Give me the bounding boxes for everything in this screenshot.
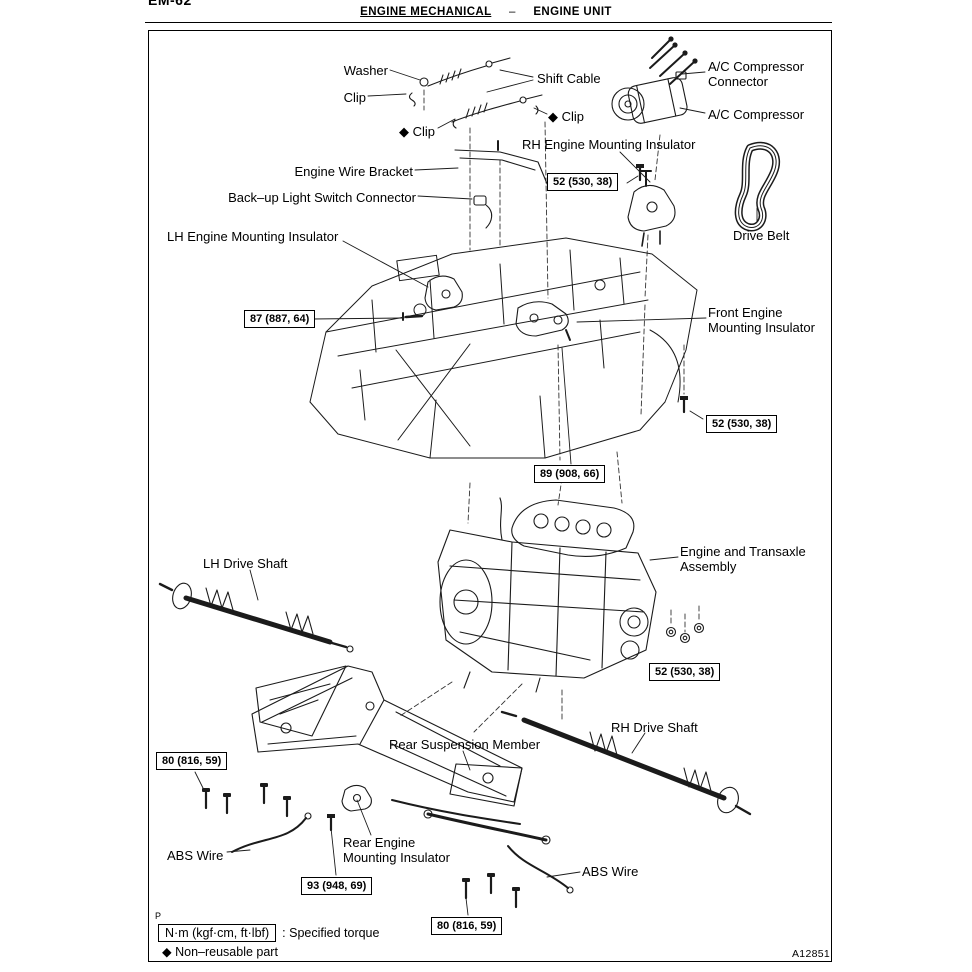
figure-frame: [148, 30, 832, 962]
label-rh-drive-shaft: RH Drive Shaft: [611, 720, 698, 735]
label-engine-wire-bracket: Engine Wire Bracket: [294, 164, 414, 179]
label-ac-compressor: A/C Compressor: [708, 107, 805, 122]
torque-unit-box: N·m (kgf·cm, ft·lbf): [158, 924, 277, 942]
header-section: ENGINE MECHANICAL: [360, 6, 492, 18]
header-rule: [145, 22, 832, 23]
label-backup-light-switch-connector: Back–up Light Switch Connector: [228, 190, 416, 205]
torque-legend: N·m (kgf·cm, ft·lbf) : Specified torque: [158, 924, 379, 942]
torque-box-89: 89 (908, 66): [534, 465, 606, 483]
label-washer: Washer: [343, 63, 388, 78]
page-header: ENGINE MECHANICAL – ENGINE UNIT: [0, 6, 972, 18]
label-lh-drive-shaft: LH Drive Shaft: [203, 556, 288, 571]
label-ac-compressor-connector: A/C Compressor Connector: [708, 59, 805, 89]
label-rh-engine-mounting-insulator: RH Engine Mounting Insulator: [522, 137, 696, 152]
label-front-engine-mounting-insulator: Front Engine Mounting Insulator: [708, 305, 815, 335]
torque-unit-meaning: : Specified torque: [282, 926, 380, 940]
torque-box-52-top: 52 (530, 38): [547, 173, 619, 191]
torque-box-87: 87 (887, 64): [244, 310, 316, 328]
label-clip-non-reusable-left: ◆ Clip: [399, 124, 436, 139]
torque-box-52-engine: 52 (530, 38): [649, 663, 721, 681]
label-abs-wire-left: ABS Wire: [167, 848, 224, 863]
label-clip-non-reusable-right: ◆ Clip: [548, 109, 585, 124]
corner-mark: P: [155, 911, 162, 921]
non-reusable-note: ◆ Non–reusable part: [162, 945, 278, 959]
label-rear-engine-mounting-insulator: Rear Engine Mounting Insulator: [343, 835, 450, 865]
label-shift-cable: Shift Cable: [537, 71, 601, 86]
label-engine-and-transaxle-assembly: Engine and Transaxle Assembly: [680, 544, 806, 574]
label-clip: Clip: [343, 90, 366, 105]
header-separator: –: [508, 6, 516, 18]
torque-box-93: 93 (948, 69): [301, 877, 373, 895]
torque-box-52-right: 52 (530, 38): [706, 415, 778, 433]
label-rear-suspension-member: Rear Suspension Member: [389, 737, 541, 752]
label-lh-engine-mounting-insulator: LH Engine Mounting Insulator: [167, 229, 339, 244]
label-drive-belt: Drive Belt: [733, 228, 790, 243]
figure-ref: A12851: [792, 948, 831, 960]
page-code: EM-62: [148, 0, 192, 8]
torque-box-80-bottom: 80 (816, 59): [431, 917, 503, 935]
header-subsection: ENGINE UNIT: [533, 6, 612, 18]
torque-box-80-left: 80 (816, 59): [156, 752, 228, 770]
label-abs-wire-right: ABS Wire: [582, 864, 639, 879]
